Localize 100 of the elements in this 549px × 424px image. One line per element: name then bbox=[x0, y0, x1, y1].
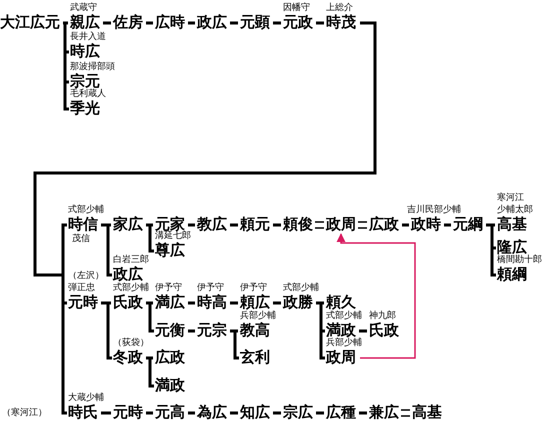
person-name: 氏政 bbox=[113, 294, 143, 311]
title-label: 神九郎 bbox=[369, 311, 396, 322]
person-name: 高基 bbox=[497, 216, 527, 233]
person-name: 政周 bbox=[326, 216, 356, 233]
person-name: 尊広 bbox=[155, 242, 185, 259]
lineage-line bbox=[188, 302, 195, 304]
person-name: 元衡 bbox=[155, 322, 185, 339]
lineage-line bbox=[146, 224, 154, 252]
person-name: 満広 bbox=[155, 294, 185, 311]
person-name: 広種 bbox=[326, 404, 356, 421]
person-name: 教広 bbox=[197, 216, 227, 233]
title-label: 毛利蔵人 bbox=[70, 89, 106, 100]
person-name: 季光 bbox=[70, 100, 100, 117]
person-name: 知広 bbox=[240, 404, 270, 421]
person-name: 元高 bbox=[155, 404, 185, 421]
title-label: 吉川民部少輔 bbox=[407, 205, 461, 216]
person-name: 政時 bbox=[411, 216, 441, 233]
title-label: 上総介 bbox=[326, 3, 353, 14]
person-name: 冬政 bbox=[113, 349, 143, 366]
title-label: 茂信 bbox=[72, 234, 90, 245]
person-name: 政広 bbox=[197, 14, 227, 31]
lineage-line bbox=[359, 412, 367, 414]
lineage-line bbox=[230, 22, 238, 24]
lineage-line bbox=[230, 412, 238, 414]
person-name: 時氏 bbox=[68, 404, 98, 421]
person-name: 元時 bbox=[68, 294, 98, 311]
person-name: 高基 bbox=[412, 404, 442, 421]
person-name: 満政 bbox=[155, 377, 185, 394]
person-name: 広時 bbox=[155, 14, 185, 31]
lineage-line bbox=[34, 22, 376, 414]
person-name: 頼元 bbox=[240, 216, 270, 233]
lineage-line bbox=[101, 302, 112, 360]
lineage-line bbox=[188, 224, 195, 226]
title-label: 伊予守 bbox=[240, 283, 267, 294]
lineage-line bbox=[444, 224, 451, 226]
lineage-line bbox=[230, 330, 239, 360]
person-name: 為広 bbox=[197, 404, 227, 421]
title-label: 式部少輔 bbox=[113, 283, 149, 294]
title-label: 那波掃部頭 bbox=[70, 62, 115, 73]
person-name: 宗元 bbox=[70, 73, 100, 90]
person-name: 時高 bbox=[197, 294, 227, 311]
title-label: 大蔵少輔 bbox=[68, 393, 104, 404]
person-name: 玄利 bbox=[240, 349, 270, 366]
person-name: 頼綱 bbox=[497, 266, 527, 283]
person-name: 元顕 bbox=[240, 14, 270, 31]
lineage-line bbox=[146, 356, 154, 388]
lineage-line bbox=[316, 22, 324, 24]
lineage-line bbox=[101, 224, 112, 276]
person-name: 親広 bbox=[70, 14, 100, 31]
title-label: 白岩三郎 bbox=[113, 255, 149, 266]
person-name: 広政 bbox=[155, 349, 185, 366]
lineage-line bbox=[273, 302, 281, 304]
lineage-line bbox=[273, 224, 281, 226]
title-label: （荻袋） bbox=[113, 338, 149, 349]
person-name: 元政 bbox=[283, 14, 313, 31]
person-name: 頼広 bbox=[240, 294, 270, 311]
person-name: 時信 bbox=[68, 216, 98, 233]
person-name: 元時 bbox=[113, 404, 143, 421]
person-name: 満政 bbox=[326, 322, 356, 339]
adoption-line bbox=[357, 221, 368, 229]
lineage-line bbox=[273, 22, 281, 24]
person-name: 元宗 bbox=[197, 322, 227, 339]
lineage-line bbox=[359, 330, 367, 332]
title-label: 兵部少輔 bbox=[326, 338, 362, 349]
person-name: 兼広 bbox=[369, 404, 399, 421]
person-name: 政周 bbox=[326, 349, 356, 366]
title-label: 寒河江 bbox=[497, 193, 524, 204]
lineage-line bbox=[273, 412, 281, 414]
lineage-line bbox=[230, 224, 238, 226]
title-label: 伊予守 bbox=[197, 283, 224, 294]
person-name: 政勝 bbox=[283, 294, 313, 311]
title-label: 兵部少輔 bbox=[240, 311, 276, 322]
lineage-line bbox=[146, 22, 153, 24]
title-label: 溝延七郎 bbox=[155, 231, 191, 242]
title-label: 伊予守 bbox=[155, 283, 182, 294]
person-name: 佐房 bbox=[113, 14, 143, 31]
title-label: 橋間勘十郎 bbox=[497, 255, 542, 266]
lineage-line bbox=[230, 302, 238, 304]
title-label: 武蔵守 bbox=[70, 3, 97, 14]
title-label: 因幡守 bbox=[283, 3, 310, 14]
title-label: 式部少輔 bbox=[68, 205, 104, 216]
person-name: 教高 bbox=[240, 322, 270, 339]
person-name: 氏政 bbox=[369, 322, 399, 339]
lineage-line bbox=[188, 330, 195, 332]
title-label: 式部少輔 bbox=[283, 283, 319, 294]
person-name: 家広 bbox=[113, 216, 143, 233]
title-label: （寒河江） bbox=[2, 408, 47, 419]
title-label: 弾正忠 bbox=[68, 283, 95, 294]
lineage-line bbox=[101, 412, 111, 414]
title-label: 式部少輔 bbox=[326, 311, 362, 322]
person-name: 時茂 bbox=[326, 14, 356, 31]
person-name: 宗広 bbox=[283, 404, 313, 421]
lineage-line bbox=[146, 302, 154, 332]
lineage-line bbox=[146, 412, 153, 414]
title-label: 長井入道 bbox=[70, 32, 106, 43]
lineage-line bbox=[188, 22, 195, 24]
arrow bbox=[336, 233, 416, 359]
person-name: 政広 bbox=[113, 266, 143, 283]
person-name: 頼俊 bbox=[283, 216, 313, 233]
lineage-line bbox=[316, 412, 324, 414]
